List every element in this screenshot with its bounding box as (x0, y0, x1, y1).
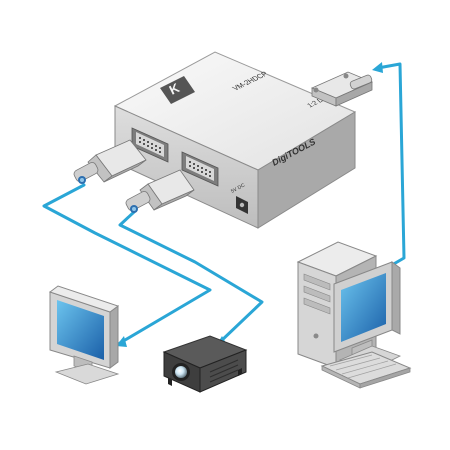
monitor-top (48, 285, 120, 313)
device-side (257, 111, 356, 229)
cable-output2-to-projector-line (118, 210, 264, 344)
monitor-base (54, 363, 120, 385)
monitor-screen (57, 300, 104, 360)
power-jack-icon (236, 196, 248, 214)
pc-monitor-side (391, 261, 401, 335)
keyboard-icon (320, 351, 412, 389)
computer-icon (296, 241, 412, 389)
cables (41, 61, 407, 347)
arrow-to-monitor (116, 336, 127, 347)
dvi-connector-icon (73, 71, 374, 213)
projector-icon (162, 335, 248, 393)
dvi-connector-output-2 (125, 169, 195, 213)
monitor-side (109, 305, 119, 369)
dvi-output-port-1 (131, 127, 169, 163)
dvi-connector-output-1 (73, 139, 147, 184)
arrow-to-input (372, 62, 383, 73)
dvi-connector-input (310, 71, 374, 107)
pc-monitor-screen (341, 273, 386, 342)
cable-output1-to-monitor-line (42, 183, 212, 345)
kramer-logo-icon: K (160, 76, 195, 104)
dvi-output-port-2 (181, 151, 219, 187)
monitor-icon (48, 285, 120, 385)
